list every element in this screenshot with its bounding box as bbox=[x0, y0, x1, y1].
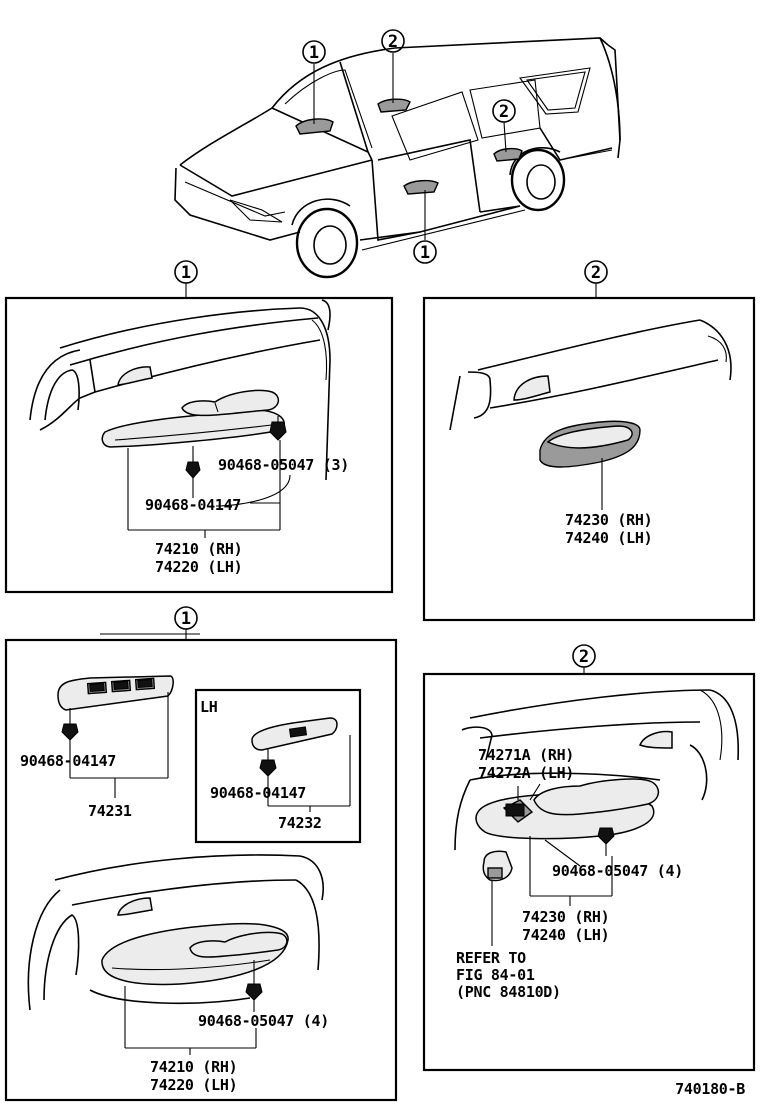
panel-c-switch-base: 74231 bbox=[88, 802, 132, 820]
panel-a-part-lh: 74220 (LH) bbox=[155, 558, 242, 576]
panel-d-bezel-rh: 74271A (RH) bbox=[478, 746, 574, 764]
callout-2-top: 2 bbox=[381, 29, 405, 53]
panel-a-screw-label: 90468-04147 bbox=[145, 496, 241, 514]
panel-a-clip-label: 90468-05047 (3) bbox=[218, 456, 349, 474]
panel-c-part-lh: 74220 (LH) bbox=[150, 1076, 237, 1094]
panel-d-clip-label: 90468-05047 (4) bbox=[552, 862, 683, 880]
panel-b-part-lh: 74240 (LH) bbox=[565, 529, 652, 547]
callout-1-top: 1 bbox=[302, 40, 326, 64]
panel-c-lh-screw-label: 90468-04147 bbox=[210, 784, 306, 802]
panel-c-screw-label: 90468-04147 bbox=[20, 752, 116, 770]
panel-a-part-rh: 74210 (RH) bbox=[155, 540, 242, 558]
car-overview bbox=[174, 37, 621, 279]
panel-rear-door-bezel: 2 bbox=[422, 644, 756, 1072]
svg-text:1: 1 bbox=[309, 43, 319, 63]
panel-b-part-rh: 74230 (RH) bbox=[565, 511, 652, 529]
svg-text:2: 2 bbox=[579, 647, 589, 667]
panel-d-refer-line3: (PNC 84810D) bbox=[456, 983, 561, 1001]
svg-text:2: 2 bbox=[499, 102, 509, 122]
callout-2-rear: 2 bbox=[492, 99, 516, 123]
panel-c-part-rh: 74210 (RH) bbox=[150, 1058, 237, 1076]
svg-text:2: 2 bbox=[388, 32, 398, 52]
svg-text:1: 1 bbox=[181, 263, 191, 283]
figure-code: 740180-B bbox=[675, 1080, 745, 1098]
panel-front-switch-base: 1 bbox=[4, 606, 398, 1102]
svg-text:1: 1 bbox=[420, 243, 430, 263]
svg-text:2: 2 bbox=[591, 263, 601, 283]
panel-d-refer-line1: REFER TO bbox=[456, 949, 526, 967]
panel-d-refer-line2: FIG 84-01 bbox=[456, 966, 535, 984]
panel-c-lh-title: LH bbox=[200, 698, 218, 716]
panel-front-door-handle: 1 bbox=[4, 260, 394, 594]
panel-rear-door-handle: 2 bbox=[422, 260, 756, 622]
panel-d-part-lh: 74240 (LH) bbox=[522, 926, 609, 944]
panel-d-part-rh: 74230 (RH) bbox=[522, 908, 609, 926]
svg-text:1: 1 bbox=[181, 609, 191, 629]
callout-1-front: 1 bbox=[413, 240, 437, 264]
panel-d-bezel-lh: 74272A (LH) bbox=[478, 764, 574, 782]
panel-c-clip-label: 90468-05047 (4) bbox=[198, 1012, 329, 1030]
panel-c-lh-base: 74232 bbox=[278, 814, 322, 832]
